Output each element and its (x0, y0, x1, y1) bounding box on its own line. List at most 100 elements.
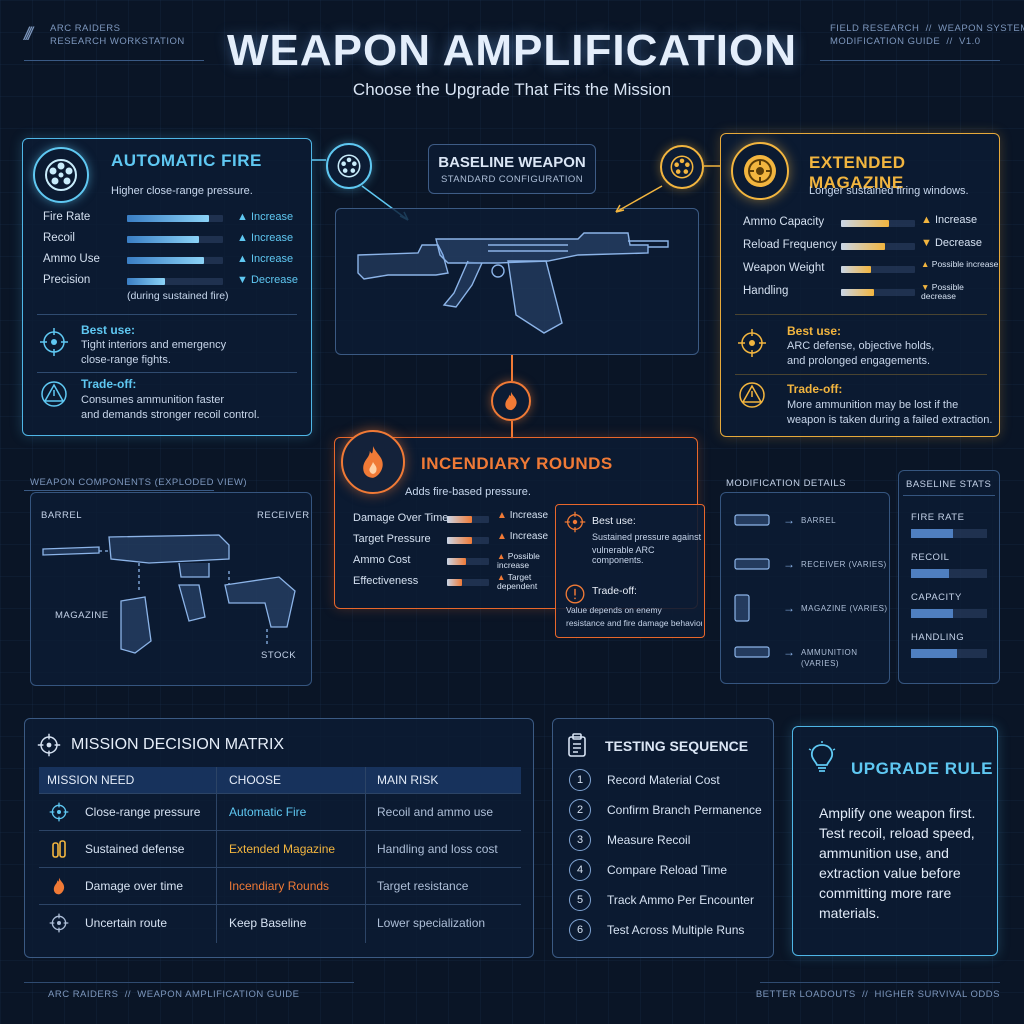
component-icon (731, 505, 775, 535)
automatic-trade-text-2: and demands stronger recoil control. (81, 409, 260, 421)
stat-bar-fill (127, 278, 165, 285)
stat-label: Ammo Cost (353, 554, 411, 566)
incendiary-info-box: Best use: Sustained pressure against vul… (555, 504, 705, 638)
page-title: WEAPON AMPLIFICATION (227, 26, 797, 75)
step-label: Record Material Cost (607, 773, 720, 787)
automatic-divider-2 (37, 372, 297, 373)
arrow-right-icon: → (783, 601, 795, 615)
component-name: MAGAZINE (VARIES) (801, 604, 888, 613)
matrix-need: Damage over time (85, 879, 184, 893)
stat-label: Ammo Capacity (743, 216, 825, 228)
incendiary-trade-label: Trade-off: (592, 585, 637, 597)
stat-effect: ▲ Increase (237, 211, 294, 223)
stat-effect: ▲ Increase (237, 253, 294, 265)
crosshair-icon (49, 802, 69, 825)
header-meta-2: MODIFICATION GUIDE // v1.0 (830, 36, 981, 48)
baseline-stat-fill (911, 609, 953, 618)
stat-bar-fill (841, 243, 885, 250)
baseline-stats-divider (903, 495, 995, 496)
matrix-need: Sustained defense (85, 842, 185, 856)
step-number: 4 (569, 859, 591, 881)
incendiary-title: INCENDIARY ROUNDS (421, 454, 613, 473)
baseline-stat-label: HANDLING (911, 632, 965, 643)
upgrade-rule-panel: UPGRADE RULE Amplify one weapon first.Te… (792, 726, 998, 956)
arrow-right-icon: → (783, 513, 795, 527)
brand-slash-icon: /// (24, 24, 33, 44)
baseline-title: BASELINE WEAPON (438, 154, 586, 171)
baseline-stat-fill (911, 529, 953, 538)
baseline-stat-label: FIRE RATE (911, 512, 965, 523)
stat-label: Fire Rate (43, 211, 91, 223)
step-label: Confirm Branch Permanence (607, 803, 762, 817)
stat-label: Precision (43, 274, 91, 286)
footer-line-left (24, 982, 354, 983)
modification-details-panel: →BARREL→RECEIVER (VARIES)→MAGAZINE (VARI… (720, 492, 890, 684)
baseline-title-box: BASELINE WEAPON STANDARD CONFIGURATION (428, 144, 596, 194)
components-title: WEAPON COMPONENTS (EXPLODED VIEW) (30, 477, 248, 488)
extended-magazine-title: EXTENDED MAGAZINE (809, 153, 906, 192)
crosshair-icon (39, 327, 69, 362)
baseline-stat-fill (911, 649, 957, 658)
rule-line: materials. (819, 905, 880, 921)
component-icon (731, 593, 775, 623)
stat-label: Weapon Weight (743, 262, 825, 274)
matrix-header-need: MISSION NEED (47, 773, 135, 787)
ammo-icon (49, 839, 69, 862)
flame-icon (49, 876, 69, 899)
matrix-choose: Keep Baseline (229, 916, 307, 930)
modification-title: MODIFICATION DETAILS (726, 478, 846, 489)
matrix-choose: Extended Magazine (229, 842, 336, 856)
baseline-stat-track (911, 569, 987, 578)
components-title-line (24, 490, 214, 491)
matrix-risk: Target resistance (377, 879, 469, 893)
extended-magazine-icon (731, 142, 789, 200)
stat-label: Reload Frequency (743, 239, 837, 251)
header-line-right (820, 60, 1000, 61)
footer-line-right (760, 982, 1000, 983)
incendiary-best-label: Best use: (592, 515, 636, 527)
step-number: 1 (569, 769, 591, 791)
rule-line: extraction value before (819, 865, 961, 881)
component-magazine-label: MAGAZINE (55, 610, 109, 621)
automatic-trade-text-1: Consumes ammunition faster (81, 394, 225, 406)
rule-line: Test recoil, reload speed, (819, 825, 975, 841)
extended-trade-text-1: More ammunition may be lost if the (787, 399, 959, 411)
stat-effect: ▲ Increase (497, 531, 549, 542)
extended-connector-icon (660, 145, 704, 189)
stat-label: Handling (743, 285, 789, 297)
rule-line: committing more rare (819, 885, 952, 901)
rule-line: Amplify one weapon first. (819, 805, 976, 821)
matrix-header-choose: CHOOSE (229, 773, 282, 787)
extended-magazine-tagline: Longer sustained firing windows. (809, 185, 969, 197)
extended-best-label: Best use: (787, 324, 842, 338)
baseline-subtitle: STANDARD CONFIGURATION (441, 174, 583, 185)
step-number: 6 (569, 919, 591, 941)
matrix-col-divider-2 (365, 767, 366, 943)
incendiary-rounds-panel: INCENDIARY ROUNDS Adds fire-based pressu… (334, 430, 705, 638)
stat-label: Damage Over Time (353, 512, 449, 524)
exploded-rifle-icon (42, 534, 296, 654)
step-label: Track Ammo Per Encounter (607, 893, 754, 907)
stat-bar-fill (841, 266, 871, 273)
automatic-best-text-2: close-range fights. (81, 354, 171, 366)
matrix-need: Uncertain route (85, 916, 168, 930)
extended-trade-label: Trade-off: (787, 382, 843, 396)
stat-bar-track (447, 579, 489, 586)
incendiary-trade-text-2: resistance and fire damage behavior. (566, 618, 702, 628)
stat-effect: ▼ Decrease (237, 274, 299, 286)
warning-icon (737, 380, 767, 413)
component-barrel-label: BARREL (41, 510, 83, 521)
matrix-header-risk: MAIN RISK (377, 773, 439, 787)
stat-bar-fill (447, 516, 472, 523)
stat-label: Target Pressure (353, 533, 431, 545)
stat-effect: ▼ Possible decrease (921, 282, 964, 302)
clipboard-icon (567, 733, 587, 762)
automatic-fire-note: (during sustained fire) (127, 290, 229, 302)
page-subtitle: Choose the Upgrade That Fits the Mission (352, 80, 672, 99)
automatic-fire-panel: AUTOMATIC FIRE Higher close-range pressu… (22, 138, 312, 436)
stat-bar-fill (841, 220, 889, 227)
